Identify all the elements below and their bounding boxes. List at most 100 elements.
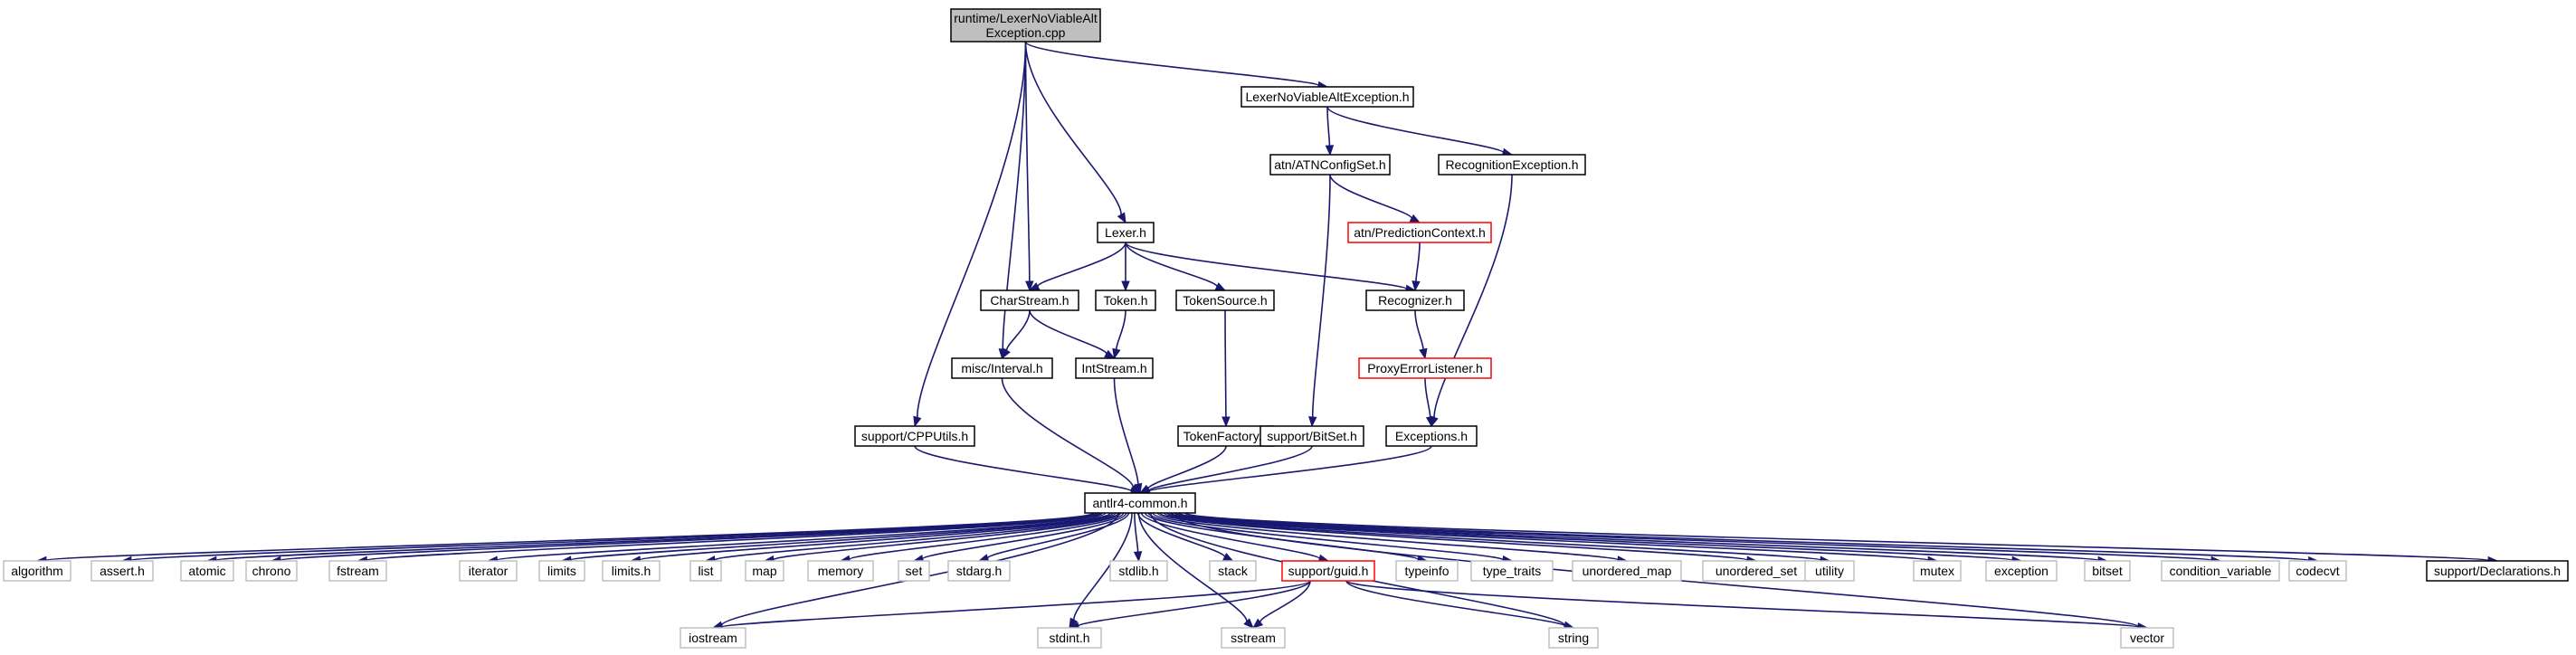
node-box-recogexc[interactable]	[1438, 154, 1586, 176]
node-recogexc[interactable]: RecognitionException.h	[1438, 154, 1586, 176]
node-box-declarations[interactable]	[2426, 560, 2569, 582]
node-box-iterator[interactable]	[459, 560, 518, 582]
node-box-atnconfigset[interactable]	[1269, 154, 1391, 176]
node-guid[interactable]: support/guid.h	[1281, 560, 1375, 582]
node-utility[interactable]: utility	[1804, 560, 1855, 582]
node-assert[interactable]: assert.h	[90, 560, 154, 582]
node-condvar[interactable]: condition_variable	[2161, 560, 2280, 582]
node-unordered_map[interactable]: unordered_map	[1572, 560, 1682, 582]
node-box-sstream[interactable]	[1221, 627, 1286, 649]
node-box-intstream[interactable]	[1075, 357, 1154, 379]
node-box-iostream[interactable]	[680, 627, 746, 649]
node-box-map[interactable]	[745, 560, 784, 582]
node-box-exception[interactable]	[1985, 560, 2058, 582]
node-box-lexer[interactable]	[1097, 222, 1155, 243]
node-box-proxyerr[interactable]	[1358, 357, 1492, 379]
node-box-type_traits[interactable]	[1470, 560, 1554, 582]
edge-root-to-cpputils	[916, 41, 1027, 418]
node-box-stdarg[interactable]	[947, 560, 1011, 582]
node-stdint[interactable]: stdint.h	[1037, 627, 1102, 649]
node-intstream[interactable]: IntStream.h	[1075, 357, 1154, 379]
node-set[interactable]: set	[898, 560, 930, 582]
node-bitset_h[interactable]: support/BitSet.h	[1259, 425, 1364, 447]
node-atomic[interactable]: atomic	[180, 560, 234, 582]
node-lexer[interactable]: Lexer.h	[1097, 222, 1155, 243]
node-interval[interactable]: misc/Interval.h	[951, 357, 1053, 379]
node-box-stdlib[interactable]	[1109, 560, 1168, 582]
node-stdlib[interactable]: stdlib.h	[1109, 560, 1168, 582]
node-map[interactable]: map	[745, 560, 784, 582]
node-box-token[interactable]	[1095, 290, 1156, 311]
node-box-root[interactable]	[950, 8, 1101, 43]
node-box-set[interactable]	[898, 560, 930, 582]
node-atnconfigset[interactable]: atn/ATNConfigSet.h	[1269, 154, 1391, 176]
node-root[interactable]: runtime/LexerNoViableAltException.cpp	[950, 8, 1101, 43]
node-string[interactable]: string	[1548, 627, 1599, 649]
node-exception[interactable]: exception	[1985, 560, 2058, 582]
node-box-chrono[interactable]	[245, 560, 298, 582]
node-box-limits_h[interactable]	[602, 560, 661, 582]
node-box-recognizer[interactable]	[1365, 290, 1465, 311]
node-bitset[interactable]: bitset	[2084, 560, 2131, 582]
node-iterator[interactable]: iterator	[459, 560, 518, 582]
node-box-mutex[interactable]	[1913, 560, 1962, 582]
node-algorithm[interactable]: algorithm	[3, 560, 71, 582]
node-box-utility[interactable]	[1804, 560, 1855, 582]
node-sstream[interactable]: sstream	[1221, 627, 1286, 649]
node-box-unordered_map[interactable]	[1572, 560, 1682, 582]
node-box-limits[interactable]	[538, 560, 585, 582]
node-tokenfactory[interactable]: TokenFactory.h	[1177, 425, 1275, 447]
node-box-guid[interactable]	[1281, 560, 1375, 582]
node-fstream[interactable]: fstream	[328, 560, 387, 582]
node-chrono[interactable]: chrono	[245, 560, 298, 582]
node-exceptions[interactable]: Exceptions.h	[1385, 425, 1478, 447]
node-box-assert[interactable]	[90, 560, 154, 582]
node-box-common[interactable]	[1084, 492, 1196, 514]
node-box-stack[interactable]	[1209, 560, 1257, 582]
node-proxyerr[interactable]: ProxyErrorListener.h	[1358, 357, 1492, 379]
node-stdarg[interactable]: stdarg.h	[947, 560, 1011, 582]
node-box-list[interactable]	[689, 560, 722, 582]
node-unordered_set[interactable]: unordered_set	[1702, 560, 1811, 582]
node-typeinfo[interactable]: typeinfo	[1395, 560, 1459, 582]
node-box-algorithm[interactable]	[3, 560, 71, 582]
node-mutex[interactable]: mutex	[1913, 560, 1962, 582]
node-box-memory[interactable]	[807, 560, 874, 582]
arrowhead-lnvae_h-to-atnconfigset	[1325, 145, 1335, 157]
node-declarations[interactable]: support/Declarations.h	[2426, 560, 2569, 582]
node-box-predctx[interactable]	[1347, 222, 1492, 243]
node-memory[interactable]: memory	[807, 560, 874, 582]
node-box-atomic[interactable]	[180, 560, 234, 582]
node-common[interactable]: antlr4-common.h	[1084, 492, 1196, 514]
node-box-string[interactable]	[1548, 627, 1599, 649]
node-box-cpputils[interactable]	[854, 425, 975, 447]
node-recognizer[interactable]: Recognizer.h	[1365, 290, 1465, 311]
node-box-typeinfo[interactable]	[1395, 560, 1459, 582]
node-stack[interactable]: stack	[1209, 560, 1257, 582]
node-limits_h[interactable]: limits.h	[602, 560, 661, 582]
node-box-exceptions[interactable]	[1385, 425, 1478, 447]
node-iostream[interactable]: iostream	[680, 627, 746, 649]
node-box-charstream[interactable]	[980, 290, 1079, 311]
node-box-interval[interactable]	[951, 357, 1053, 379]
node-token[interactable]: Token.h	[1095, 290, 1156, 311]
node-box-bitset[interactable]	[2084, 560, 2131, 582]
node-box-stdint[interactable]	[1037, 627, 1102, 649]
node-lnvae_h[interactable]: LexerNoViableAltException.h	[1240, 86, 1414, 108]
node-box-lnvae_h[interactable]	[1240, 86, 1414, 108]
node-predctx[interactable]: atn/PredictionContext.h	[1347, 222, 1492, 243]
node-box-condvar[interactable]	[2161, 560, 2280, 582]
node-cpputils[interactable]: support/CPPUtils.h	[854, 425, 975, 447]
node-charstream[interactable]: CharStream.h	[980, 290, 1079, 311]
node-type_traits[interactable]: type_traits	[1470, 560, 1554, 582]
node-box-codecvt[interactable]	[2288, 560, 2347, 582]
node-box-bitset_h[interactable]	[1259, 425, 1364, 447]
node-limits[interactable]: limits	[538, 560, 585, 582]
node-codecvt[interactable]: codecvt	[2288, 560, 2347, 582]
node-box-fstream[interactable]	[328, 560, 387, 582]
node-vector[interactable]: vector	[2120, 627, 2174, 649]
node-list[interactable]: list	[689, 560, 722, 582]
node-box-tokensource[interactable]	[1175, 290, 1275, 311]
node-tokensource[interactable]: TokenSource.h	[1175, 290, 1275, 311]
node-box-vector[interactable]	[2120, 627, 2174, 649]
